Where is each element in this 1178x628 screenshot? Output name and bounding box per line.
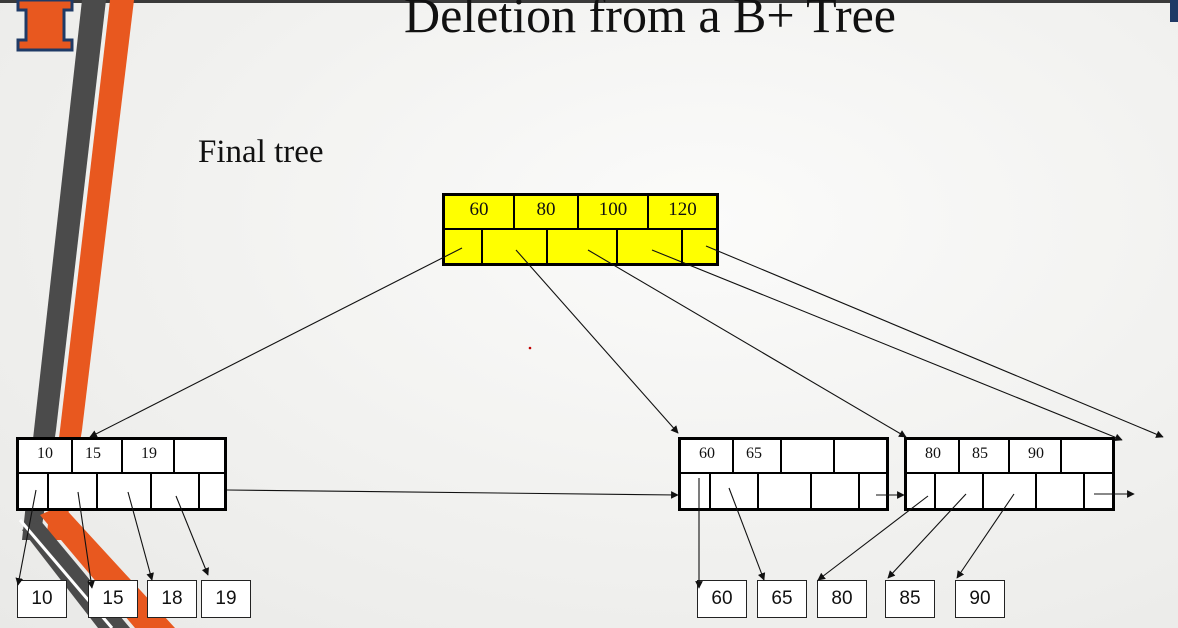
leaf-node: 85 [885,580,935,618]
inner-key-row: 10 15 19 [19,440,224,474]
pointer-cell [548,229,618,263]
edge-to-leaf-65 [728,487,766,581]
leaf-node: 19 [201,580,251,618]
root-node: 60 80 100 120 [442,193,719,266]
pointer-cell [49,474,98,508]
leaf-node: 15 [88,580,138,618]
root-key: 120 [668,198,697,220]
edge-to-leaf-10 [15,489,37,586]
pointer-cell [483,229,548,263]
inner-key: 15 [73,440,123,472]
root-key: 60 [445,196,515,228]
pointer-cell [445,229,483,263]
inner-key: 90 [1010,440,1062,472]
inner-node-middle: 60 65 [678,437,889,511]
logo-block-i [16,0,74,52]
edge-to-leaf-15 [77,491,95,589]
inner-key: 85 [960,440,1010,472]
edge-root-to-inner-right [587,249,907,438]
pointer-cell [984,474,1037,508]
inner-pointer-row [681,474,886,508]
leaf-node: 65 [757,580,807,618]
pointer-cell [681,474,711,508]
root-key-row: 60 80 100 120 [445,196,716,230]
leaf-node: 18 [147,580,197,618]
pointer-cell [711,474,759,508]
top-border [0,0,1178,3]
leaf-node: 90 [955,580,1005,618]
edge-to-leaf-18 [127,491,154,581]
edge-root-to-inner-left [89,247,463,438]
pointer-cell [98,474,152,508]
leaf-node: 60 [697,580,747,618]
pointer-cell [152,474,200,508]
slide-title: Deletion from a B+ Tree [403,0,897,43]
pointer-cell [936,474,984,508]
pointer-cell [812,474,860,508]
root-key: 100 [579,196,649,228]
edge-to-leaf-19 [175,495,209,576]
edge-to-leaf-80 [817,495,929,581]
inner-pointer-row [907,474,1112,508]
root-key: 80 [515,196,579,228]
stripe-orange-sweep [40,505,175,628]
inner-key: 19 [123,440,175,472]
edge-to-leaf-90 [956,493,1015,579]
stray-dot [528,346,532,350]
edge-to-leaf-85 [887,493,967,579]
pointer-cell [19,474,49,508]
pointer-cell [1037,474,1085,508]
corner-accent [1170,0,1178,22]
inner-key: 10 [19,440,73,472]
inner-node-right: 80 85 90 [904,437,1115,511]
slide-subtitle: Final tree [198,134,324,170]
leaf-node: 10 [17,580,67,618]
inner-key-row: 60 65 [681,440,886,474]
leaf-node: 80 [817,580,867,618]
pointer-cell [907,474,936,508]
root-pointer-row [445,229,716,263]
inner-key: 65 [734,440,782,472]
edge-root-ptr-5 [705,245,1164,438]
pointer-cell [759,474,812,508]
pointer-cell [618,229,683,263]
inner-key: 80 [907,440,960,472]
inner-key-row: 80 85 90 [907,440,1112,474]
stripe-orange [60,0,134,430]
inner-key: 60 [681,440,734,472]
edge-sibling-left-mid [226,489,679,499]
edge-root-ptr-4 [651,249,1123,441]
inner-key [782,440,835,472]
inner-node-left: 10 15 19 [16,437,227,511]
stripe-gray [34,0,106,430]
edge-root-to-inner-mid [515,249,679,434]
inner-pointer-row [19,474,224,508]
